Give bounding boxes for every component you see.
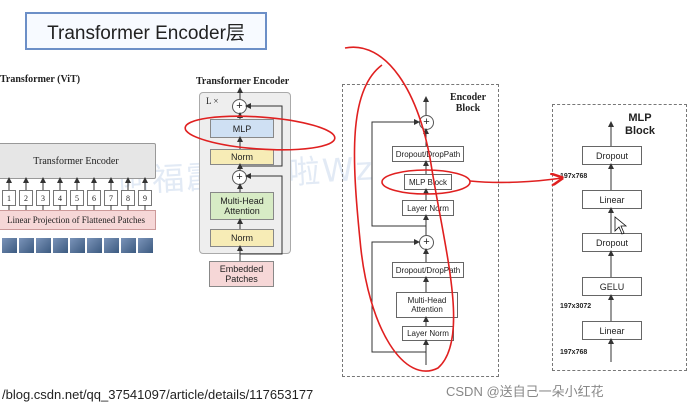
vit-image-patch (19, 238, 34, 253)
mlp-block-title: MLP Block (625, 112, 655, 137)
vit-token: 6 (87, 190, 101, 206)
te-embedded-box: Embedded Patches (209, 261, 274, 287)
red-arrow-to-mlp-block (469, 178, 562, 182)
vit-title: Transformer (ViT) (0, 74, 81, 85)
eb-attention-box: Multi-Head Attention (396, 292, 458, 318)
mb-dim-mid: 197x3072 (560, 303, 592, 310)
vit-image-patch (53, 238, 68, 253)
te-connectors (237, 87, 283, 261)
red-circle-mlp-block (381, 169, 471, 195)
red-annotations (184, 46, 562, 372)
page-title: Transformer Encoder层 (25, 12, 267, 50)
red-circle-mlp (184, 115, 336, 151)
vit-projection-box: Linear Projection of Flattened Patches (0, 210, 156, 230)
vit-image-patch (104, 238, 119, 253)
mb-dim-bottom: 197x768 (560, 349, 588, 356)
vit-image-patch (70, 238, 85, 253)
repeat-label: L × (206, 96, 219, 106)
encoder-block-title: Encoder Block (449, 92, 487, 114)
vit-image-patch (36, 238, 51, 253)
eb-connectors (371, 96, 429, 365)
vit-image-patch (138, 238, 153, 253)
te-attention-box: Multi-Head Attention (210, 192, 274, 220)
mb-dim-top: 197x768 (560, 173, 588, 180)
transformer-encoder-title: Transformer Encoder (196, 76, 290, 87)
mb-gelu-box: GELU (582, 277, 642, 296)
mlp-block-frame (552, 104, 687, 371)
source-url[interactable]: /blog.csdn.net/qq_37541097/article/detai… (2, 387, 314, 402)
mouse-cursor-icon (614, 216, 628, 235)
red-loop-encoder-block (344, 46, 455, 372)
vit-image-patch (121, 238, 136, 253)
csdn-credit: CSDN @送自己一朵小红花 (446, 384, 604, 399)
vit-image-patch (87, 238, 102, 253)
vit-image-patch (2, 238, 17, 253)
encoder-block-frame (342, 84, 499, 377)
vit-arrows (6, 177, 148, 210)
